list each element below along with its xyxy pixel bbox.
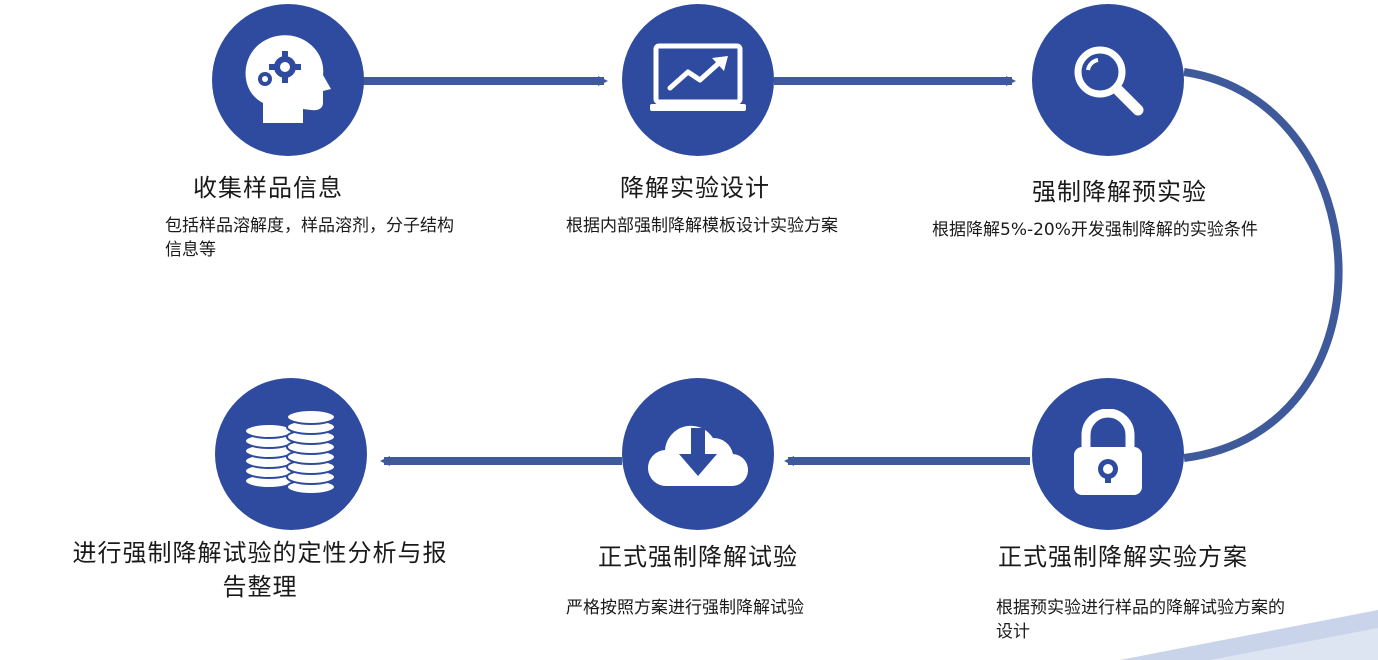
step-5-title: 正式强制降解试验 xyxy=(598,543,798,571)
step-4-circle xyxy=(1032,378,1184,530)
monitor-chart-icon xyxy=(650,43,746,111)
step-4-desc: 根据预实验进行样品的降解试验方案的设计 xyxy=(996,598,1285,642)
step-5-desc: 严格按照方案进行强制降解试验 xyxy=(566,598,804,618)
step-2-circle xyxy=(622,4,774,156)
step-1-desc: 包括样品溶解度，样品溶剂，分子结构信息等 xyxy=(165,216,454,260)
cloud-download-icon xyxy=(647,425,749,487)
magnifier-icon xyxy=(1074,46,1144,116)
step-2-title: 降解实验设计 xyxy=(620,174,770,202)
step-3-circle xyxy=(1032,4,1184,156)
step-1-title: 收集样品信息 xyxy=(193,174,343,202)
step-3-desc: 根据降解5%-20%开发强制降解的实验条件 xyxy=(932,220,1258,240)
arrow-step3-to-step4-curve xyxy=(1183,68,1343,462)
step-2-desc: 根据内部强制降解模板设计实验方案 xyxy=(566,216,838,236)
head-gears-icon xyxy=(245,35,331,124)
step-6-circle xyxy=(215,378,367,530)
padlock-icon xyxy=(1074,409,1142,495)
step-6-title: 进行强制降解试验的定性分析与报告整理 xyxy=(72,539,448,601)
step-3-title: 强制降解预实验 xyxy=(1032,178,1207,206)
coin-stacks-icon xyxy=(244,409,336,495)
step-1-circle xyxy=(212,4,364,156)
step-4-title: 正式强制降解实验方案 xyxy=(998,543,1248,571)
step-5-circle xyxy=(622,378,774,530)
